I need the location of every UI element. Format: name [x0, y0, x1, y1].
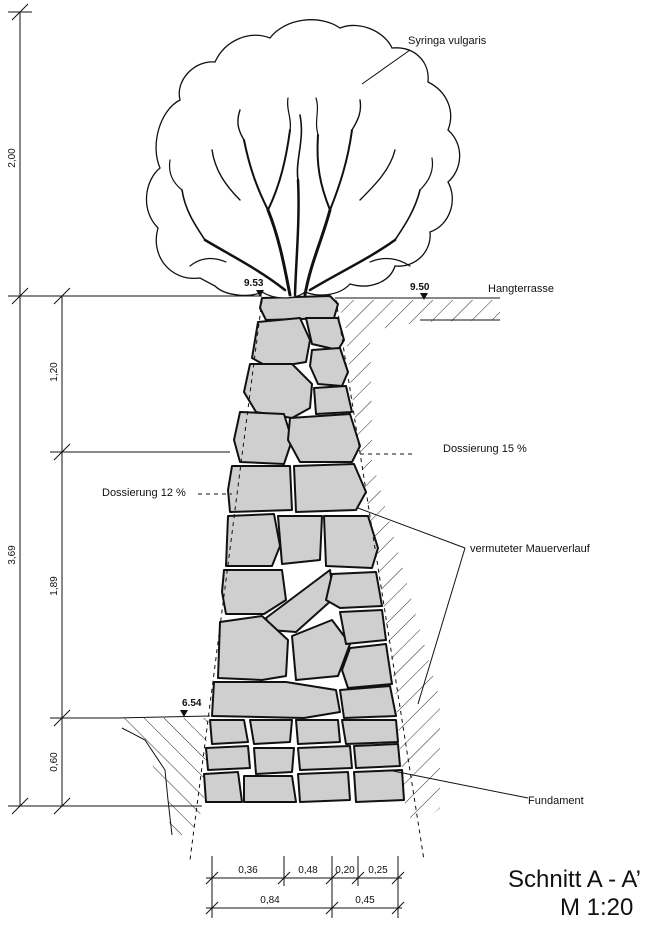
dim-h-4: 0,25: [368, 865, 388, 876]
wall-stone: [233, 411, 293, 465]
foundation-stone: [253, 747, 295, 775]
foundation-stone: [353, 769, 405, 803]
foundation-stone: [203, 771, 243, 803]
wall-stone: [225, 513, 281, 567]
elevation-terrace: 9.50: [410, 282, 430, 293]
dim-inner-middle: 1,89: [49, 576, 60, 596]
elevation-marker-icon: [180, 710, 188, 717]
elevation-marker-icon: [420, 293, 428, 300]
plant-label: Syringa vulgaris: [408, 35, 487, 47]
annotations: Syringa vulgaris Hangterrasse 9.53 9.50 …: [102, 35, 591, 807]
wall-stone: [339, 685, 397, 719]
wall-stone: [309, 347, 349, 387]
wall-stone: [251, 317, 311, 369]
tree-canopy: [145, 19, 461, 299]
wall-stone: [325, 571, 383, 609]
foundation-stone: [209, 719, 249, 745]
foundation-stone: [353, 743, 401, 769]
wall-stone: [221, 569, 287, 615]
foundation-stone: [243, 775, 297, 803]
batter-back-label: Dossierung 15 %: [443, 443, 527, 455]
wall-stone: [341, 643, 393, 689]
batter-lines: [189, 299, 425, 861]
foundation-stone: [297, 745, 353, 771]
horizontal-dimensions: 0,36 0,48 0,20 0,25 0,84 0,45: [205, 856, 405, 918]
wall-stone: [217, 615, 289, 681]
dim-h-1: 0,36: [238, 865, 258, 876]
dim-outer-top: 2,00: [7, 148, 18, 168]
dim-h-total-right: 0,45: [355, 895, 375, 906]
wall-stone: [227, 465, 293, 513]
assumed-wall-label: vermuteter Mauerverlauf: [470, 543, 591, 555]
wall-stone: [291, 619, 351, 681]
wall-stone: [277, 515, 323, 565]
soil-hatching: [117, 297, 500, 836]
dim-h-3: 0,20: [335, 865, 355, 876]
wall-stone: [305, 317, 345, 351]
foundation-stone: [341, 719, 399, 745]
elevation-ground: 6.54: [182, 698, 202, 709]
dim-h-2: 0,48: [298, 865, 318, 876]
wall-stone: [313, 385, 353, 415]
dim-h-total-left: 0,84: [260, 895, 280, 906]
foundation-stone: [297, 771, 351, 803]
vertical-dimensions: 2,00 3,69 1,20 1,89 0,60: [7, 3, 262, 815]
foundation-stone: [205, 745, 251, 771]
scale-label: M 1:20: [560, 894, 633, 921]
wall-stone: [211, 681, 341, 719]
title-block: Schnitt A - A’ M 1:20: [508, 866, 641, 921]
wall-stone: [243, 363, 313, 419]
foundation-label: Fundament: [528, 795, 584, 807]
dim-inner-top: 1,20: [49, 362, 60, 382]
section-title: Schnitt A - A’: [508, 866, 641, 893]
wall-stone: [287, 413, 361, 463]
elevation-marker-icon: [256, 290, 264, 297]
elevation-wall-top: 9.53: [244, 278, 264, 289]
wall-stone: [323, 515, 379, 569]
dim-outer-bottom: 3,69: [7, 545, 18, 565]
wall-stone: [293, 463, 367, 513]
foundation-stone: [249, 719, 293, 745]
terrace-label: Hangterrasse: [488, 283, 554, 295]
wall-stone: [339, 609, 387, 645]
dry-stone-wall: [203, 295, 405, 803]
batter-front-label: Dossierung 12 %: [102, 487, 186, 499]
dim-inner-bottom: 0,60: [49, 752, 60, 772]
cap-stone: [259, 295, 339, 321]
foundation-stone: [295, 719, 341, 745]
